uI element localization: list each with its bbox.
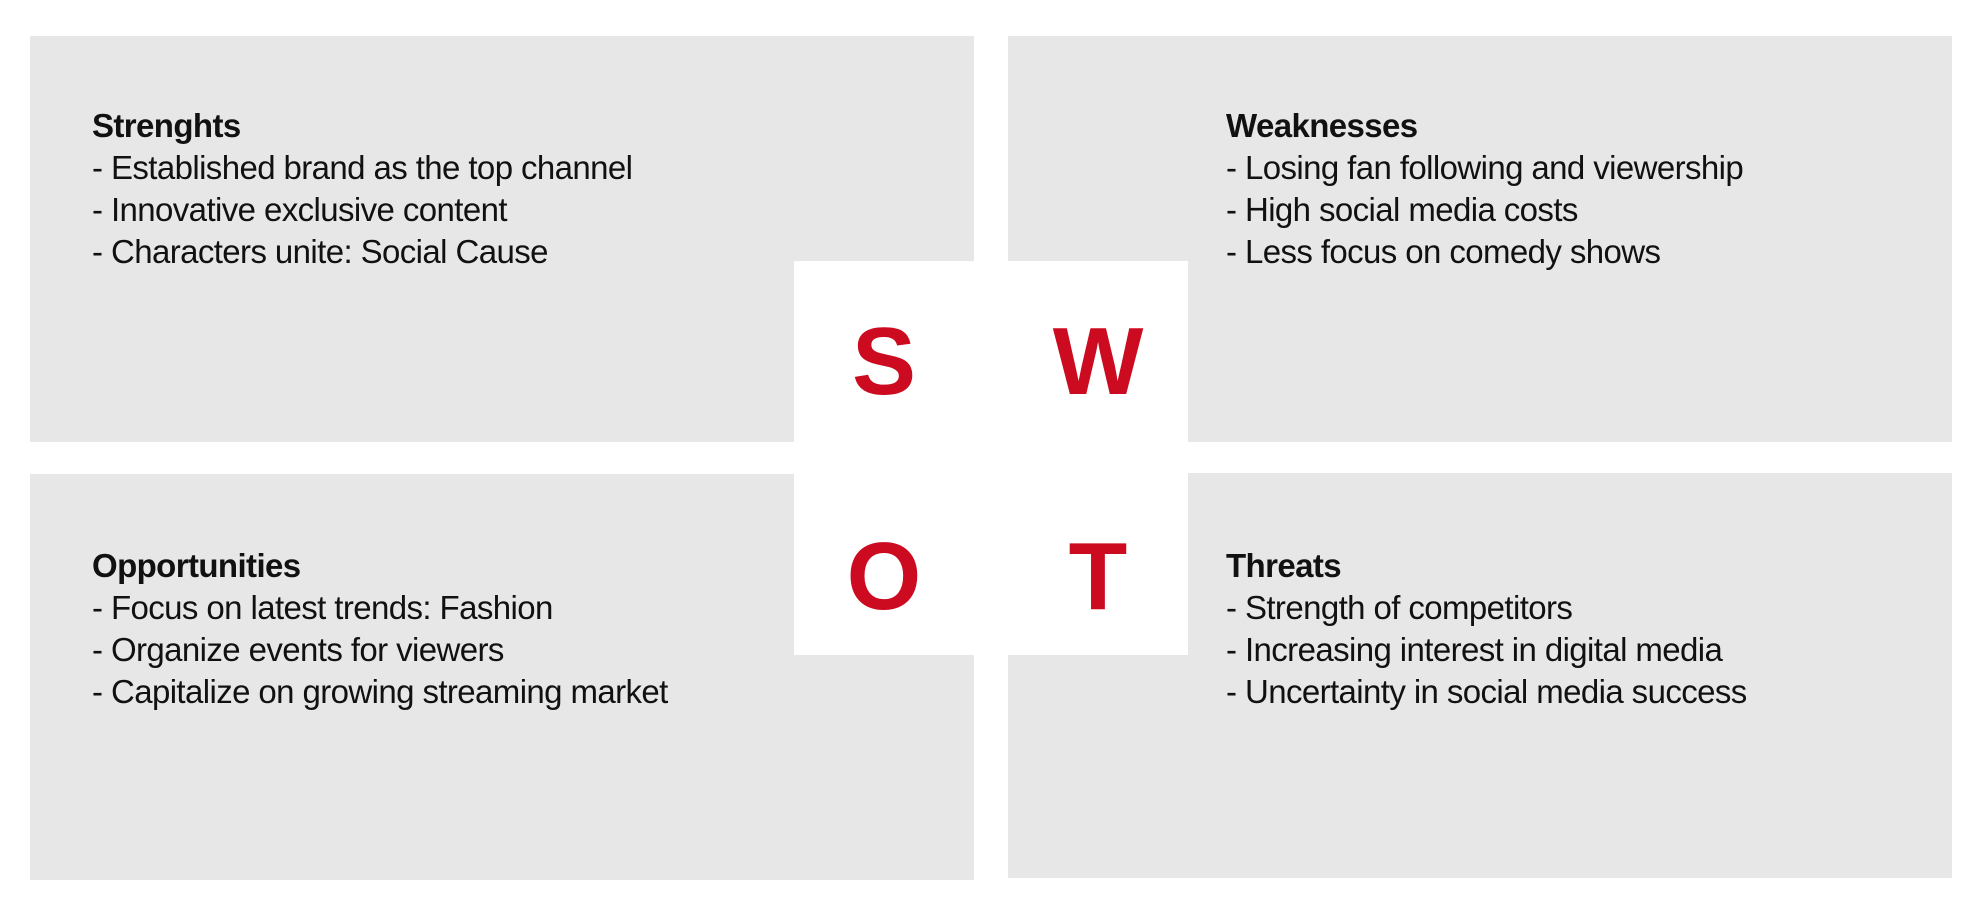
letter-s: S [851,308,917,415]
weaknesses-item: - Less focus on comedy shows [1226,233,1661,270]
opportunities-item: - Organize events for viewers [92,631,504,668]
opportunities-text: Opportunities - Focus on latest trends: … [92,545,668,713]
letter-w: W [1052,308,1144,415]
opportunities-item: - Focus on latest trends: Fashion [92,589,553,626]
strengths-item: - Innovative exclusive content [92,191,508,228]
threats-item: - Uncertainty in social media success [1226,673,1747,710]
threats-item: - Increasing interest in digital media [1226,631,1723,668]
weaknesses-item: - Losing fan following and viewership [1226,149,1744,186]
threats-item: - Strength of competitors [1226,589,1573,626]
strengths-item: - Established brand as the top channel [92,149,633,186]
strengths-title: Strenghts [92,107,241,144]
weaknesses-text: Weaknesses - Losing fan following and vi… [1226,105,1744,273]
center-box-right [1008,261,1188,655]
center-box-left [794,261,974,655]
letter-t: T [1068,523,1128,630]
threats-title: Threats [1226,547,1342,584]
opportunities-title: Opportunities [92,547,301,584]
weaknesses-item: - High social media costs [1226,191,1578,228]
threats-text: Threats - Strength of competitors - Incr… [1226,545,1747,713]
opportunities-item: - Capitalize on growing streaming market [92,673,668,710]
strengths-item: - Characters unite: Social Cause [92,233,548,270]
strengths-text: Strenghts - Established brand as the top… [92,105,633,273]
weaknesses-title: Weaknesses [1226,107,1418,144]
letter-o: O [846,523,922,630]
